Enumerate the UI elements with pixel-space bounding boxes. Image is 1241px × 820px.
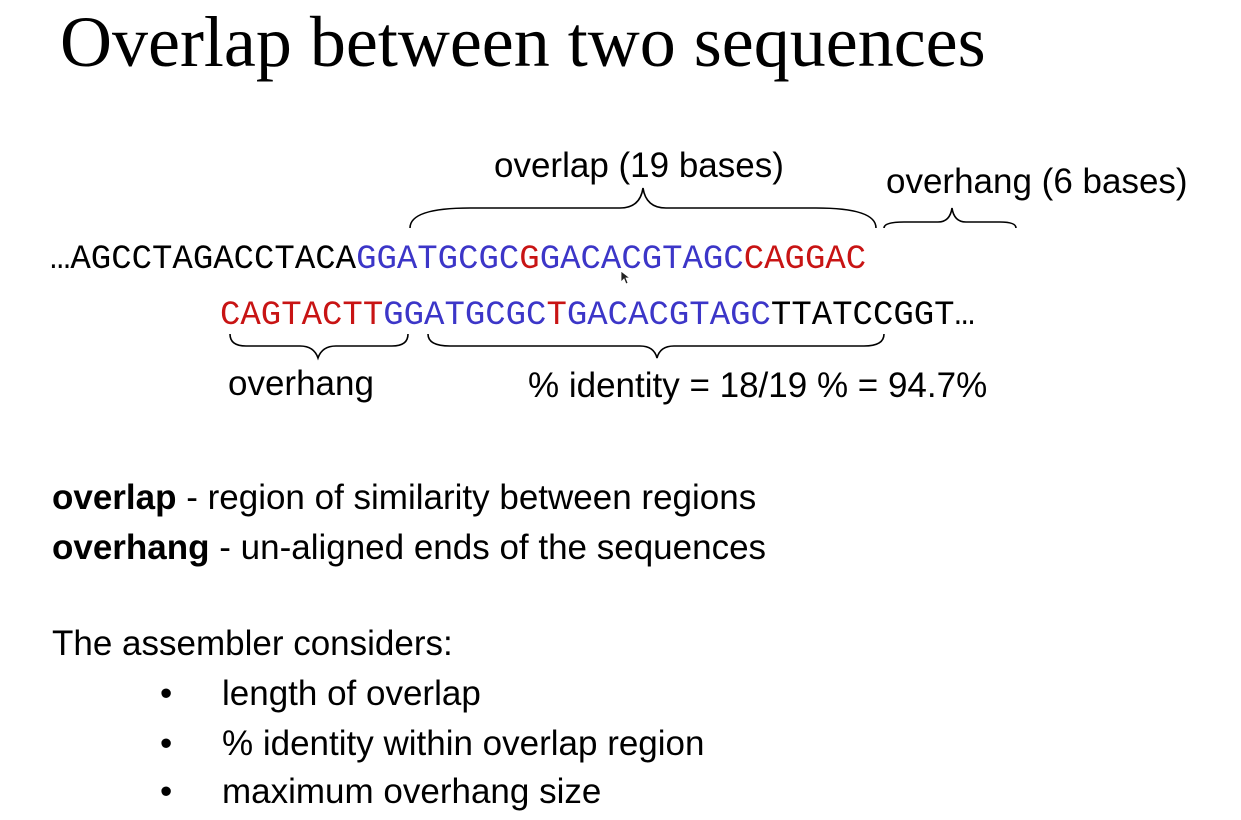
seq1-overlap-a: GGATGCGC [356, 241, 520, 279]
seq1-lead: …AGCCTAGACCTACA [50, 241, 357, 279]
overlap-label: overlap (19 bases) [494, 146, 784, 185]
seq2-overlap-a: GGATGCGC [383, 297, 547, 335]
overlap-bottom-brace [427, 333, 885, 359]
bullet-icon: • [160, 772, 173, 811]
overhang-top-label: overhang (6 bases) [886, 162, 1188, 201]
overlap-top-brace [409, 187, 877, 229]
bullet-icon: • [160, 724, 173, 763]
bullet-item: length of overlap [222, 674, 481, 713]
seq1-overhang: CAGGAC [743, 241, 867, 279]
sequence-1: …AGCCTAGACCTACAGGATGCGCGGACACGTAGCCAGGAC [50, 240, 866, 280]
sequence-2: CAGTACTTGGATGCGCTGACACGTAGCTTATCCGGT… [220, 296, 975, 336]
seq2-tail: TTATCCGGT… [770, 297, 975, 335]
bullet-item: % identity within overlap region [222, 724, 705, 763]
overhang-definition: overhang - un-aligned ends of the sequen… [52, 528, 766, 568]
bullet-item: maximum overhang size [222, 772, 602, 811]
seq1-overlap-b: GACACGTAGC [539, 241, 744, 279]
seq2-overlap-b: GACACGTAGC [566, 297, 771, 335]
overhang-bottom-label: overhang [228, 364, 374, 403]
seq1-mismatch: G [519, 241, 540, 279]
bullet-icon: • [160, 674, 173, 713]
seq2-overhang: CAGTACTT [220, 297, 384, 335]
seq2-mismatch: T [546, 297, 567, 335]
overhang-top-brace [883, 207, 1017, 229]
brace-diagram [229, 187, 1017, 361]
slide-title: Overlap between two sequences [60, 2, 986, 82]
overlap-term: overlap [52, 478, 177, 517]
overhang-description: - un-aligned ends of the sequences [209, 528, 767, 567]
assembler-intro: The assembler considers: [52, 624, 453, 663]
overlap-definition: overlap - region of similarity between r… [52, 478, 756, 518]
overhang-bottom-brace [229, 333, 409, 361]
identity-label: % identity = 18/19 % = 94.7% [528, 366, 988, 405]
mouse-cursor-icon [620, 270, 632, 285]
overlap-description: - region of similarity between regions [176, 478, 757, 517]
overhang-term: overhang [52, 528, 210, 567]
